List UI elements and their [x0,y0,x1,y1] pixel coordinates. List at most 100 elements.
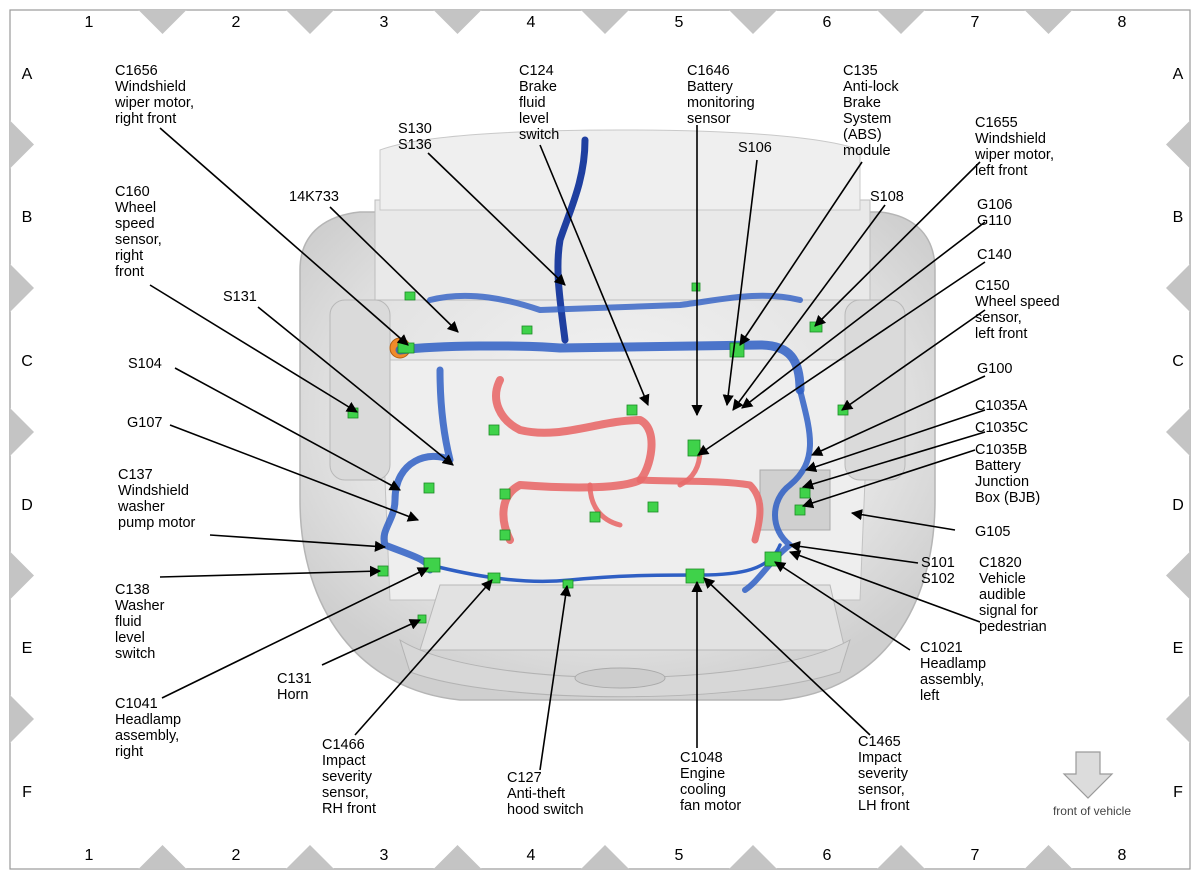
callout-description: audible [979,587,1026,603]
callout-description: sensor, [322,785,369,801]
grid-row-label-right: E [1173,640,1184,657]
leader-c1465 [703,577,871,736]
callout-id: S106 [738,140,772,156]
callout-description: sensor, [975,310,1022,326]
connector [404,291,416,301]
connector [799,487,811,499]
grid-column-label-top: 7 [971,14,980,31]
harness-engine-red [492,376,656,544]
grid-marker-left [10,551,34,600]
connector [423,557,441,573]
leader-s131 [257,306,454,466]
grid-marker-bottom [138,845,187,869]
callout-id: C138 [115,582,150,598]
callout-id: C160 [115,184,150,200]
callout-description: Engine [680,766,725,782]
callout-k14k733: 14K733 [289,189,339,205]
grid-marker-top [729,10,777,34]
leader-c1820 [788,550,981,623]
callout-c140: C140 [977,247,1012,263]
callout-description: G110 [977,213,1011,229]
callout-description: Impact [322,753,366,769]
callout-description: Brake [519,79,557,95]
cowl-panel [379,129,861,211]
front-of-vehicle-indicator: front of vehicle [1053,751,1131,818]
callout-description: severity [322,769,373,785]
grid-column-label-bottom: 1 [85,847,94,864]
leader-c131 [321,619,422,666]
leader-c1035b [801,449,976,509]
callout-description: fluid [519,95,546,111]
connector [521,325,533,335]
callout-id: C1041 [115,696,158,712]
grid-row-label-right: F [1173,784,1183,801]
grid-column-label-top: 4 [527,14,536,31]
grid-marker-left [10,264,34,312]
connector [729,342,745,358]
harness-left-side [742,387,813,593]
leader-c137 [209,534,387,552]
leader-g107 [169,424,420,522]
callout-description: Wheel speed [975,294,1060,310]
callout-description: assembly, [920,672,984,688]
connector [417,614,427,624]
callout-description: switch [519,127,559,143]
callout-id: S131 [223,289,257,305]
callout-description: Windshield [975,131,1046,147]
callout-description: sensor [687,111,731,127]
callout-description: LH front [858,798,910,814]
callout-description: System [843,111,891,127]
callout-description: level [115,630,145,646]
leader-s108 [732,204,886,411]
leader-c127 [539,584,572,771]
callout-description: module [843,143,891,159]
grid-column-label-top: 8 [1118,14,1127,31]
leader-s106 [722,159,758,407]
callout-description: fluid [115,614,142,630]
callout-description: Headlamp [920,656,986,672]
callout-description: left [920,688,939,704]
connector [499,529,511,541]
callout-id: S130 [398,121,432,137]
connector [687,439,701,457]
connector [794,504,806,516]
grid-marker-bottom [1024,845,1073,869]
grid-row-label-left: D [21,497,33,514]
callout-id: C1021 [920,640,963,656]
callout-description: Impact [858,750,902,766]
callout-description: Box (BJB) [975,490,1040,506]
grid-row-label-right: D [1172,497,1184,514]
grid-marker-left [10,120,34,169]
connector [691,282,701,292]
callout-description: S102 [921,571,955,587]
grid-column-label-bottom: 8 [1118,847,1127,864]
callout-description: (ABS) [843,127,882,143]
callout-description: Anti-lock [843,79,899,95]
connector [589,511,601,523]
callout-id: C124 [519,63,554,79]
leader-c1466 [354,579,493,736]
callout-id: G105 [975,524,1010,540]
front-badge [574,667,666,689]
connector [397,342,415,354]
firewall [374,199,871,301]
front-bumper [399,638,851,698]
callout-id: G100 [977,361,1012,377]
callout-id: C1656 [115,63,158,79]
leader-c1021 [774,561,911,651]
callout-description: Vehicle [979,571,1026,587]
callout-description: left front [975,326,1027,342]
callout-s131: S131 [223,289,257,305]
callout-description: wiper motor, [114,95,194,111]
connector [487,572,501,584]
grid-marker-right [1166,695,1190,743]
callout-id: C1466 [322,737,365,753]
